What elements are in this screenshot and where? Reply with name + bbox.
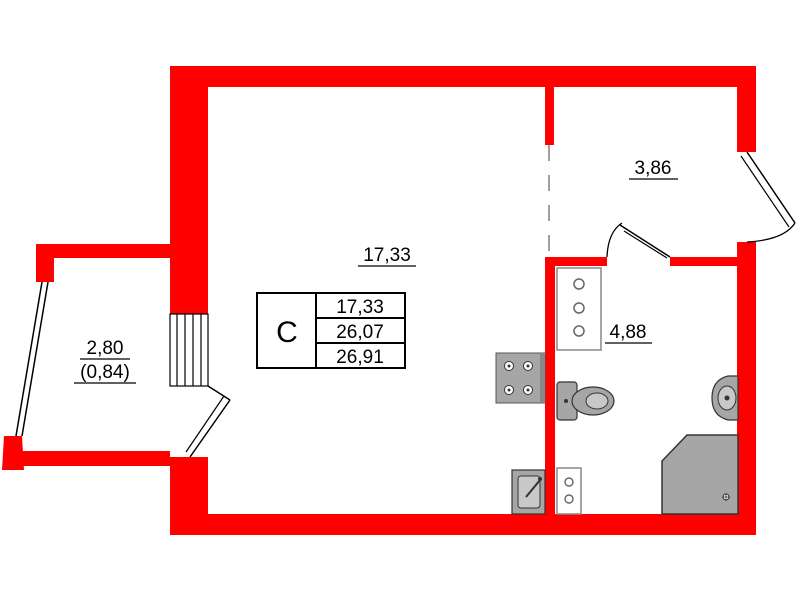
wall-bathroom-top-right	[670, 257, 747, 266]
balcony-area-label: 2,80 (0,84)	[74, 338, 136, 384]
bathroom-door	[606, 222, 671, 259]
wall-balcony-bottom	[18, 451, 170, 466]
wall-bathroom-left	[545, 257, 555, 515]
balcony-area: 2,80	[87, 338, 124, 359]
wall-balcony-top-end	[36, 244, 54, 282]
legend-living-area: 17,33	[336, 297, 384, 318]
balcony-area-reduced: (0,84)	[80, 362, 130, 383]
main-room-area-label: 17,33	[358, 245, 416, 267]
bathroom-area: 4,88	[610, 322, 647, 343]
washbasin-icon	[711, 375, 739, 421]
wall-balcony-bottom-end	[2, 436, 24, 470]
corridor-area: 3,86	[635, 158, 672, 179]
kitchen-sink-icon	[511, 469, 546, 515]
wall-bottom	[170, 514, 756, 535]
walls	[2, 66, 756, 535]
balcony-door-leaf	[170, 385, 231, 458]
legend-type-letter: С	[276, 316, 298, 349]
corridor-area-label: 3,86	[629, 158, 678, 180]
shower-tray-icon	[661, 434, 739, 515]
wall-left-upper	[170, 66, 208, 314]
wall-right-upper	[737, 66, 756, 152]
balcony-window	[15, 281, 49, 437]
entrance-door	[740, 151, 796, 243]
kitchen-cabinet-icon	[556, 467, 582, 515]
wall-right-lower	[737, 242, 756, 535]
wall-top	[170, 66, 756, 87]
bathroom-area-label: 4,88	[605, 322, 652, 344]
wall-bathroom-top-left	[545, 257, 607, 266]
legend-total-area-with-balcony: 26,91	[336, 347, 384, 368]
wall-partition-stub	[545, 87, 554, 145]
bathroom-cabinet-icon	[556, 267, 602, 351]
wall-balcony-top	[40, 244, 170, 258]
toilet-icon	[556, 381, 615, 421]
legend-total-area: 26,07	[336, 322, 384, 343]
balcony-door-frame	[169, 313, 209, 387]
main-room-area: 17,33	[363, 245, 411, 266]
area-legend: С 17,33 26,07 26,91	[256, 292, 406, 369]
stove-icon	[495, 352, 546, 404]
